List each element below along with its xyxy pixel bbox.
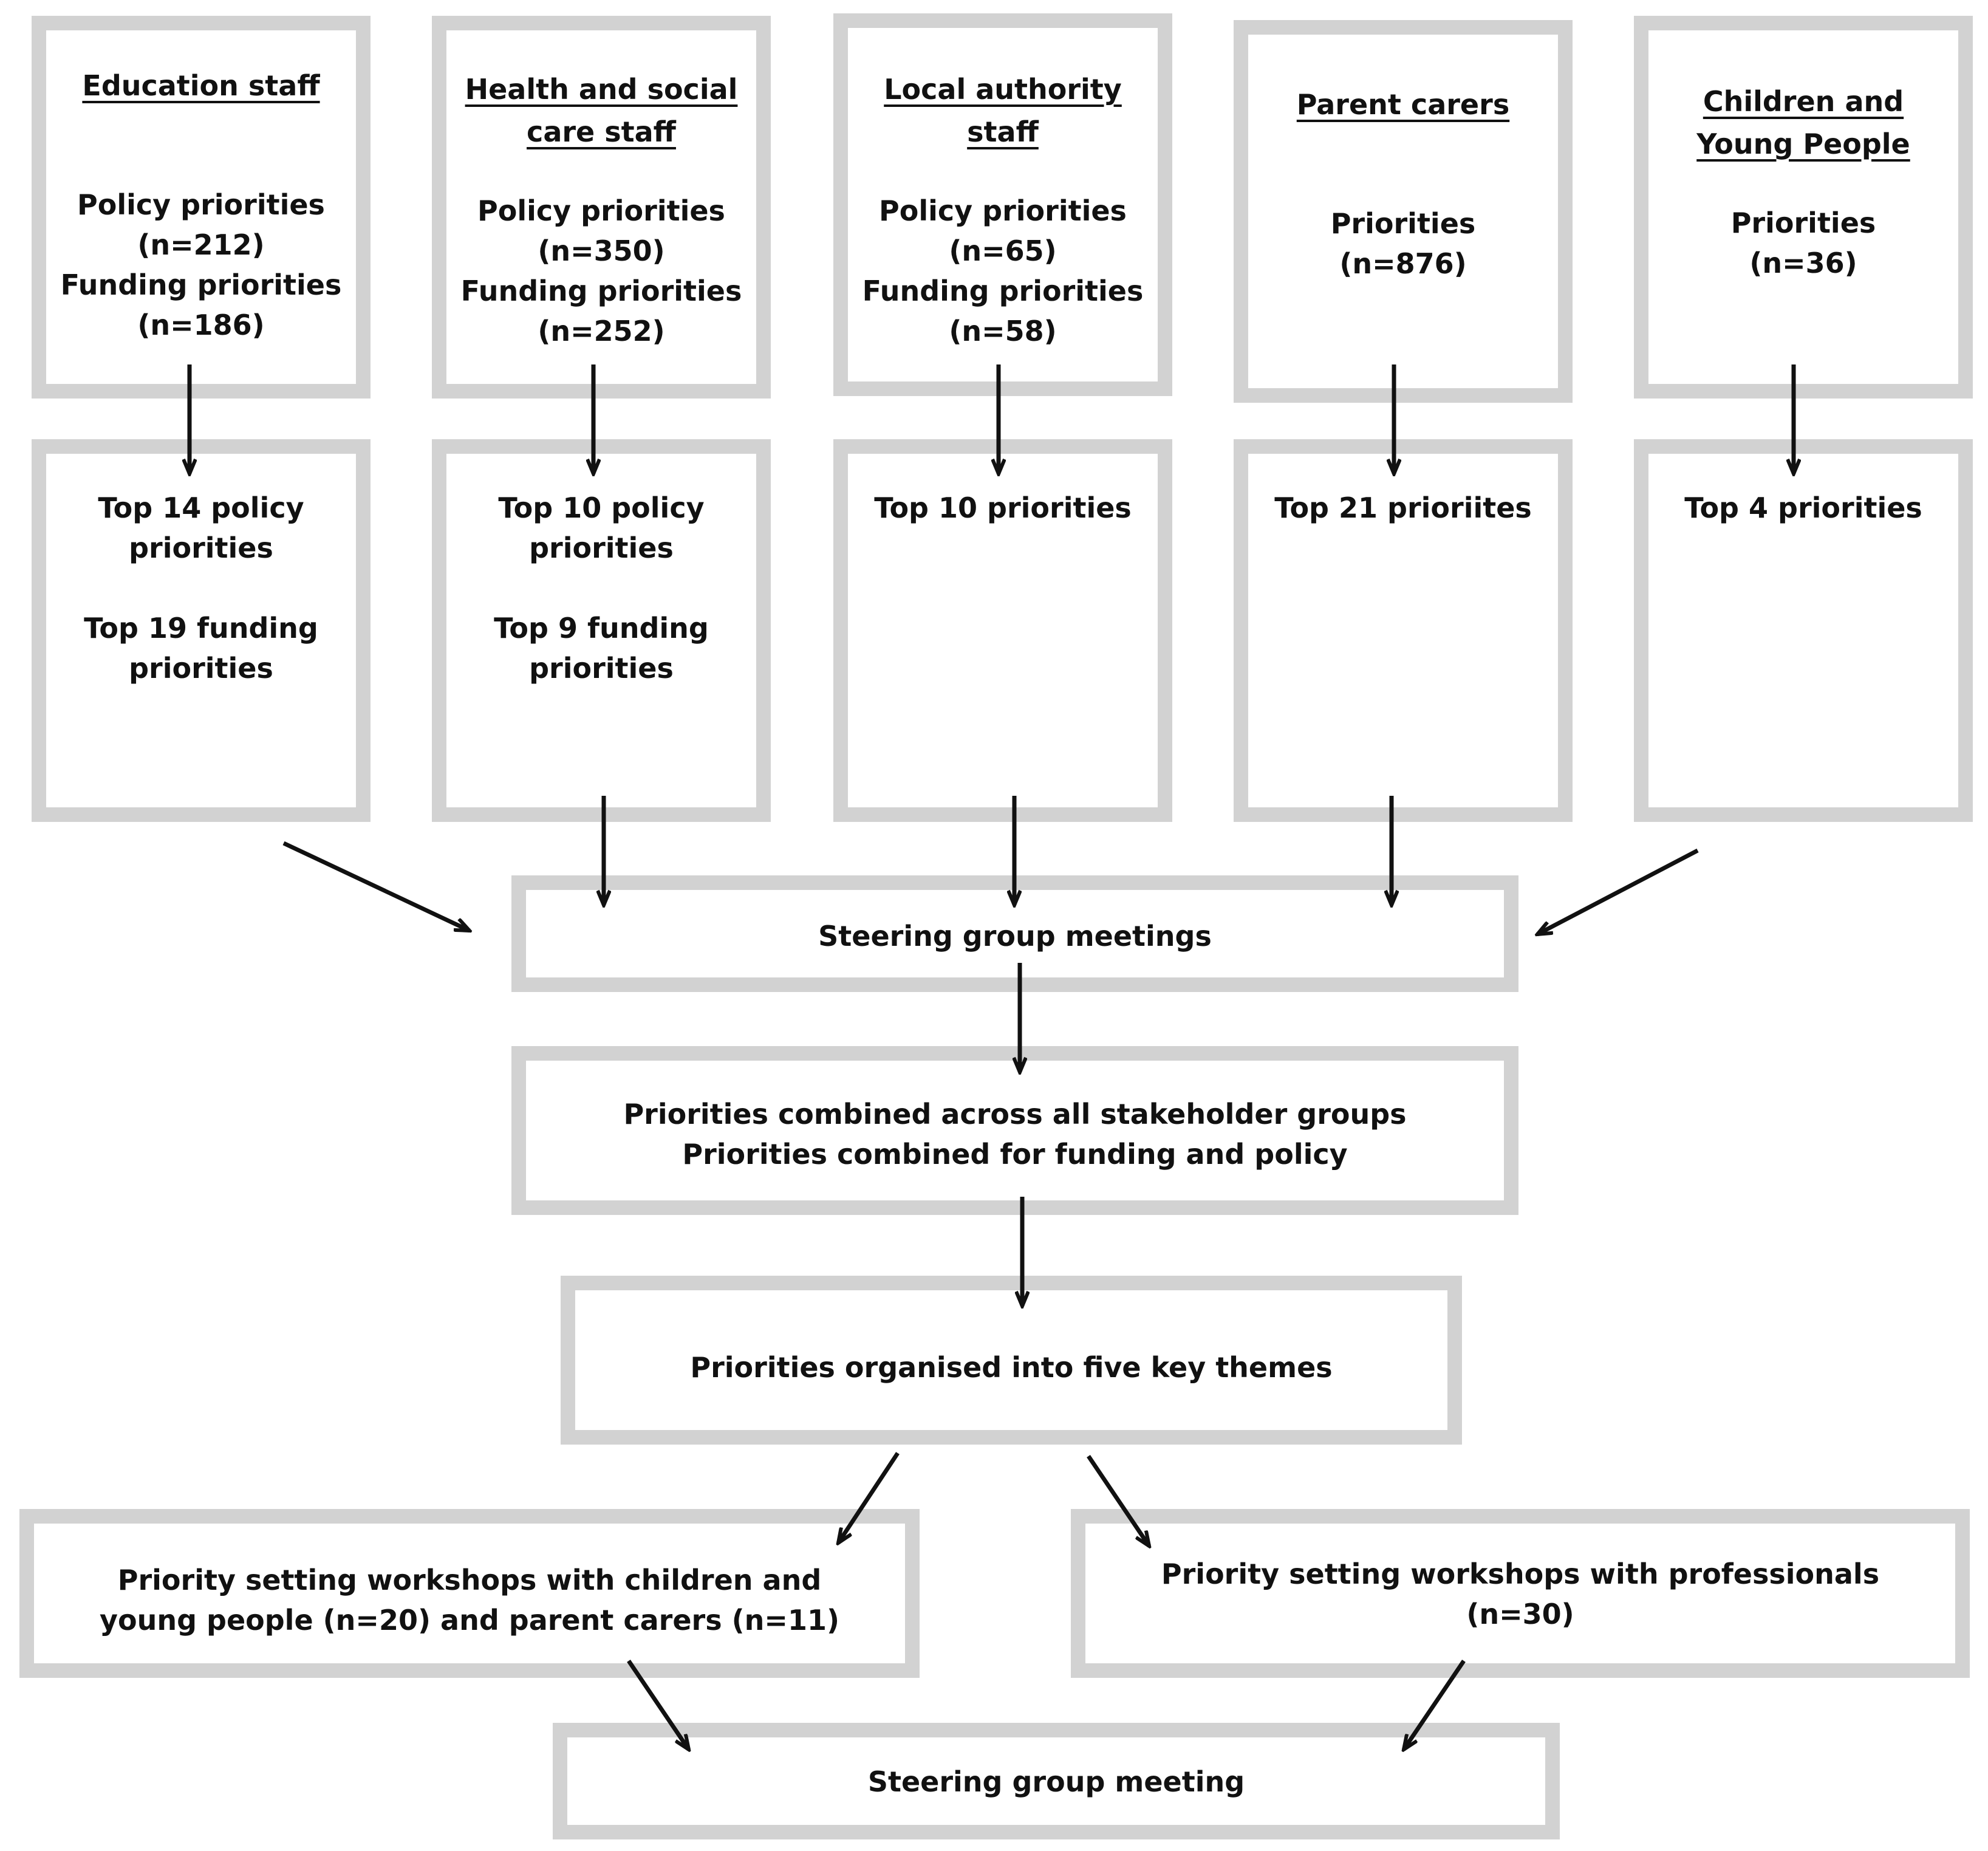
combined-stakeholders-line: Priorities combined across all stakehold… [623,1098,1407,1131]
five-key-themes-label: Priorities organised into five key theme… [690,1351,1333,1384]
arrow-cyp-workshops-to-steering [627,1660,689,1750]
health-staff-title-line1: Health and social [465,73,738,106]
steering-group-meeting-label: Steering group meeting [867,1765,1245,1798]
local-authority-staff-box: Local authority staff Policy priorities … [833,13,1172,396]
parent-carers-title: Parent carers [1296,88,1510,121]
arrow-themes-to-cyp-workshops [838,1452,900,1543]
cyp-workshops-line2: young people (n=20) and parent carers (n… [100,1604,839,1637]
health-staff-title-line2: care staff [527,115,676,148]
education-top-policy-line2: priorities [129,532,273,564]
combined-funding-policy-line: Priorities combined for funding and poli… [682,1138,1348,1171]
education-top-policy-line1: Top 14 policy [98,491,304,524]
children-young-people-box: Children and Young People Priorities (n=… [1634,16,1973,399]
health-top-policy-line2: priorities [529,532,674,564]
cyp-top-priorities-box: Top 4 priorities [1634,439,1973,822]
local-authority-policy-label: Policy priorities [879,194,1127,227]
arrow-cyp-to-steering [1537,848,1699,934]
arrow-themes-to-professional-workshops [1087,1455,1149,1546]
local-authority-title-line1: Local authority [884,73,1122,106]
parent-carers-priorities-label: Priorities [1330,207,1476,240]
local-authority-policy-n: (n=65) [949,234,1057,267]
professional-workshops-line1: Priority setting workshops with professi… [1161,1558,1880,1590]
health-top-priorities-box: Top 10 policy priorities Top 9 funding p… [432,439,771,822]
education-staff-box: Education staff Policy priorities (n=212… [32,16,371,399]
health-top-policy-line1: Top 10 policy [498,491,705,524]
steering-group-meetings-label: Steering group meetings [818,920,1212,953]
five-key-themes-box: Priorities organised into five key theme… [561,1276,1462,1445]
parent-carers-box: Parent carers Priorities (n=876) [1234,20,1573,403]
parent-carers-priorities-n: (n=876) [1339,247,1467,280]
health-top-funding-line2: priorities [529,652,674,685]
priorities-combined-box: Priorities combined across all stakehold… [511,1046,1518,1215]
cyp-workshops-line1: Priority setting workshops with children… [117,1564,822,1596]
education-policy-n: (n=212) [137,228,265,261]
local-authority-funding-label: Funding priorities [862,275,1144,307]
education-top-funding-line2: priorities [129,652,273,685]
education-top-funding-line1: Top 19 funding [84,612,318,645]
education-funding-n: (n=186) [137,309,265,341]
cyp-top-priorities: Top 4 priorities [1684,491,1922,524]
parent-carers-top-priorities: Top 21 prioriites [1274,491,1532,524]
health-funding-n: (n=252) [538,315,665,347]
education-staff-title: Education staff [82,69,320,102]
education-top-priorities-box: Top 14 policy priorities Top 19 funding … [32,439,371,822]
professional-workshops-line2: (n=30) [1466,1598,1574,1630]
steering-group-meeting-box: Steering group meeting [553,1723,1560,1839]
cyp-parent-workshops-box: Priority setting workshops with children… [19,1509,920,1678]
education-policy-label: Policy priorities [77,188,325,221]
parent-carers-top-priorities-box: Top 21 prioriites [1234,439,1573,822]
health-policy-n: (n=350) [538,234,665,267]
local-authority-top-priorities-box: Top 10 priorities [833,439,1172,822]
cyp-priorities-label: Priorities [1730,207,1876,239]
education-funding-label: Funding priorities [60,269,342,301]
arrow-education-to-steering [282,841,470,931]
health-social-care-staff-box: Health and social care staff Policy prio… [432,16,771,399]
local-authority-title-line2: staff [967,115,1039,148]
health-funding-label: Funding priorities [460,275,742,307]
local-authority-funding-n: (n=58) [949,315,1057,347]
cyp-title-line1: Children and [1703,85,1904,118]
cyp-title-line2: Young People [1696,128,1910,160]
professional-workshops-box: Priority setting workshops with professi… [1071,1509,1970,1678]
health-top-funding-line1: Top 9 funding [494,612,709,645]
arrow-professional-workshops-to-steering [1404,1660,1466,1750]
cyp-priorities-n: (n=36) [1749,247,1857,279]
health-policy-label: Policy priorities [477,194,725,227]
local-authority-top-priorities: Top 10 priorities [874,491,1132,524]
